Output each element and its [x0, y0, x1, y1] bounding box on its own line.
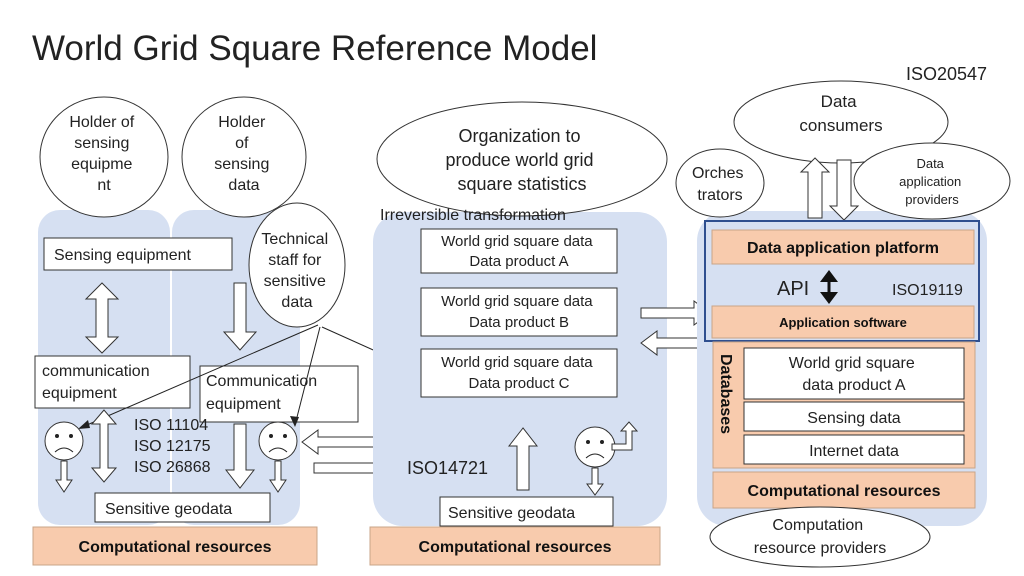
down-arrow-face-right — [586, 467, 604, 496]
down-arrow-face-left — [55, 460, 73, 493]
computational-resources-left — [32, 526, 318, 566]
data-app-providers-ellipse — [853, 142, 1011, 220]
staff-line-left-face — [79, 324, 319, 429]
data-product-a-label: World grid square data Data product A — [441, 233, 597, 270]
api-label: API — [777, 278, 809, 300]
down-arrow-face-middle — [269, 460, 287, 493]
down-arrow-sensing-data — [222, 282, 258, 351]
application-software — [711, 305, 975, 339]
sensitive-geodata-middle-box — [439, 496, 614, 527]
db-internet-data-label: Internet data — [809, 443, 899, 460]
up-arrow-consumers — [799, 157, 831, 219]
db-sensing-data-label: Sensing data — [807, 410, 901, 427]
orchestrators-ellipse — [675, 148, 765, 218]
computation-providers-ellipse — [709, 506, 931, 568]
computational-resources-right-label: Computational resources — [748, 483, 941, 500]
computational-resources-right — [712, 471, 976, 509]
data-product-b-box — [420, 287, 618, 337]
computational-resources-left-label: Computational resources — [79, 539, 272, 556]
down-arrow-communication — [224, 423, 256, 489]
technical-staff-ellipse — [248, 202, 346, 328]
double-arrow-communication — [90, 409, 118, 483]
data-product-c-box — [420, 348, 618, 398]
db-sensing-data-box — [743, 401, 965, 432]
bent-arrow-face-right — [611, 421, 639, 451]
organization-ellipse — [376, 101, 668, 217]
api-double-arrow-icon — [820, 270, 838, 304]
sensitive-geodata-left-box — [94, 492, 271, 523]
db-world-grid-box — [743, 347, 965, 400]
organization-label: Organization to produce world grid squar… — [445, 126, 598, 194]
page-title: World Grid Square Reference Model — [32, 29, 597, 68]
data-product-a-box — [420, 228, 618, 274]
communication-equipment-right-label: Communication equipment — [206, 373, 322, 413]
holder-equipment-circle — [39, 96, 169, 218]
communication-equipment-right-box — [199, 365, 359, 423]
iso-list-left: ISO 11104 ISO 12175 ISO 26868 — [134, 417, 215, 476]
computational-resources-middle-label: Computational resources — [419, 539, 612, 556]
sensing-equipment-label: Sensing equipment — [54, 247, 192, 264]
staff-arrowhead-middle — [290, 416, 299, 427]
sensing-equipment-box — [43, 237, 233, 271]
staff-line-middle-face — [294, 326, 321, 426]
communication-equipment-left-label: communication equipment — [42, 363, 154, 402]
double-arrow-equipment — [84, 282, 120, 354]
sensitive-geodata-middle-label: Sensitive geodata — [448, 505, 575, 522]
holder-data-circle — [181, 96, 307, 218]
communication-equipment-left-box — [34, 355, 191, 409]
iso20547-label: ISO20547 — [906, 64, 987, 84]
application-software-label: Application software — [779, 315, 907, 330]
data-app-providers-label: Data application providers — [899, 156, 965, 207]
irreversible-label: Irreversible transformation — [380, 207, 566, 224]
holder-data-label: Holder of sensing data — [214, 114, 274, 194]
db-internet-data-box — [743, 434, 965, 465]
sad-face-middle-icon — [258, 421, 298, 461]
sad-face-left-icon — [44, 421, 84, 461]
data-product-b-label: World grid square data Data product B — [441, 293, 597, 331]
down-arrow-consumers — [828, 159, 860, 221]
computational-resources-middle — [369, 526, 661, 566]
arrow-middle-to-left — [301, 429, 376, 455]
technical-staff-label: Technical staff for sensitive data — [261, 231, 332, 311]
holder-equipment-label: Holder of sensing equipme nt — [69, 114, 138, 194]
staff-arrowhead-left — [78, 420, 90, 429]
data-application-platform-label: Data application platform — [747, 240, 939, 257]
orchestrators-label: Orches trators — [692, 165, 748, 204]
computation-providers-label: Computation resource providers — [754, 517, 887, 557]
sensitive-geodata-left-label: Sensitive geodata — [105, 501, 232, 518]
up-arrow-middle — [507, 427, 539, 491]
data-product-c-label: World grid square data Data product C — [441, 354, 597, 392]
iso14721-label: ISO14721 — [407, 458, 488, 478]
data-consumers-label: Data consumers — [799, 92, 882, 135]
platform-frame — [704, 220, 980, 342]
iso19119-label: ISO19119 — [892, 282, 963, 299]
db-world-grid-label: World grid square data product A — [789, 355, 919, 394]
databases-label: Databases — [717, 354, 734, 434]
data-application-platform — [711, 229, 975, 265]
sad-face-right-icon — [574, 426, 616, 468]
